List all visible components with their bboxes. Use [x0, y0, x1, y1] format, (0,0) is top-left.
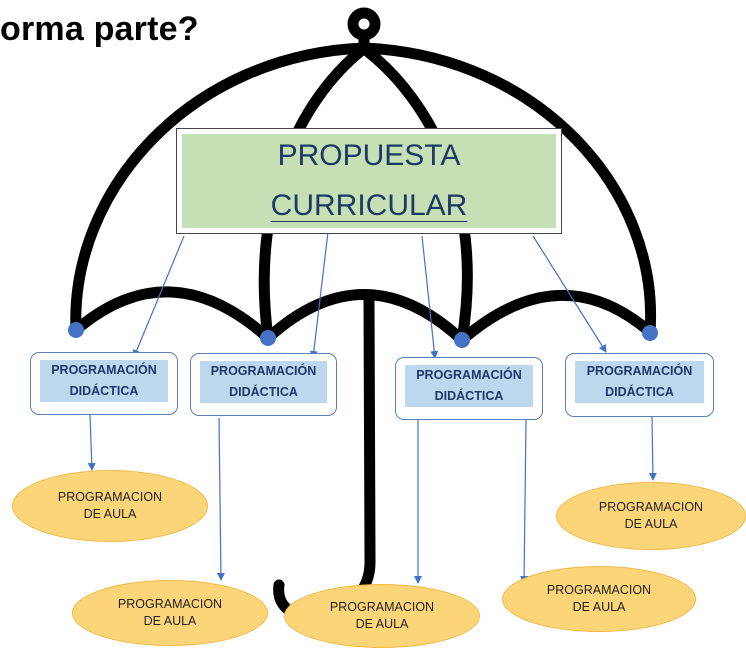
aula-3-line-1: PROGRAMACION — [329, 600, 435, 614]
central-line-1: PROPUESTA — [277, 139, 461, 172]
arrow-didactica-2-to-aula-2 — [216, 417, 225, 581]
didactica-3-line-1: PROGRAMACIÓN — [416, 368, 522, 382]
programacion-aula-ellipse-3: PROGRAMACION DE AULA — [284, 584, 480, 648]
programacion-aula-ellipse-4: PROGRAMACION DE AULA — [502, 566, 696, 632]
didactica-4-line-2: DIDÁCTICA — [605, 385, 674, 399]
propuesta-curricular-box: PROPUESTA CURRICULAR — [176, 128, 562, 234]
programacion-aula-ellipse-2: PROGRAMACION DE AULA — [72, 580, 268, 646]
rib-tip-3 — [454, 332, 470, 348]
aula-2-line-1: PROGRAMACION — [117, 597, 223, 611]
aula-4-line-2: DE AULA — [572, 600, 626, 614]
programacion-didactica-box-1: PROGRAMACIÓN DIDÁCTICA — [30, 352, 178, 415]
didactica-3-line-2: DIDÁCTICA — [434, 389, 504, 403]
programacion-didactica-box-2: PROGRAMACIÓN DIDÁCTICA — [190, 353, 337, 416]
rib-tip-1 — [68, 322, 84, 338]
arrow-didactica-4-to-aula-5 — [648, 416, 657, 481]
aula-4-line-1: PROGRAMACION — [546, 583, 652, 597]
rib-tip-2 — [260, 330, 276, 346]
arrow-didactica-1-to-aula-1 — [87, 414, 96, 471]
programacion-didactica-box-4: PROGRAMACIÓN DIDÁCTICA — [565, 353, 714, 417]
aula-5-line-1: PROGRAMACION — [598, 500, 704, 514]
programacion-aula-ellipse-5: PROGRAMACION DE AULA — [556, 482, 746, 550]
umbrella-handle — [273, 294, 376, 623]
programacion-aula-ellipse-1: PROGRAMACION DE AULA — [12, 470, 208, 542]
aula-5-line-2: DE AULA — [624, 517, 678, 531]
programacion-didactica-box-3: PROGRAMACIÓN DIDÁCTICA — [395, 357, 543, 420]
central-line-2: CURRICULAR — [270, 189, 468, 222]
arrow-central-to-didactica-1 — [132, 235, 185, 358]
umbrella-scallop — [70, 286, 656, 346]
question-heading: orma parte? — [0, 10, 199, 48]
aula-3-line-2: DE AULA — [355, 617, 409, 631]
arrow-didactica-3-to-aula-4 — [520, 419, 529, 584]
didactica-1-line-1: PROGRAMACIÓN — [51, 363, 157, 377]
arrow-central-to-didactica-3 — [421, 235, 439, 359]
aula-2-line-2: DE AULA — [143, 614, 197, 628]
propuesta-curricular-label: PROPUESTA CURRICULAR — [182, 134, 556, 228]
didactica-4-line-1: PROGRAMACIÓN — [586, 364, 693, 378]
arrow-central-to-didactica-4 — [532, 235, 607, 353]
rib-tip-4 — [642, 325, 658, 341]
didactica-2-line-2: DIDÁCTICA — [229, 385, 298, 399]
aula-1-line-1: PROGRAMACION — [57, 490, 163, 504]
didactica-2-line-1: PROGRAMACIÓN — [210, 364, 317, 378]
didactica-1-line-2: DIDÁCTICA — [69, 384, 139, 398]
aula-1-line-2: DE AULA — [83, 507, 137, 521]
arrow-central-to-didactica-2 — [309, 231, 329, 359]
